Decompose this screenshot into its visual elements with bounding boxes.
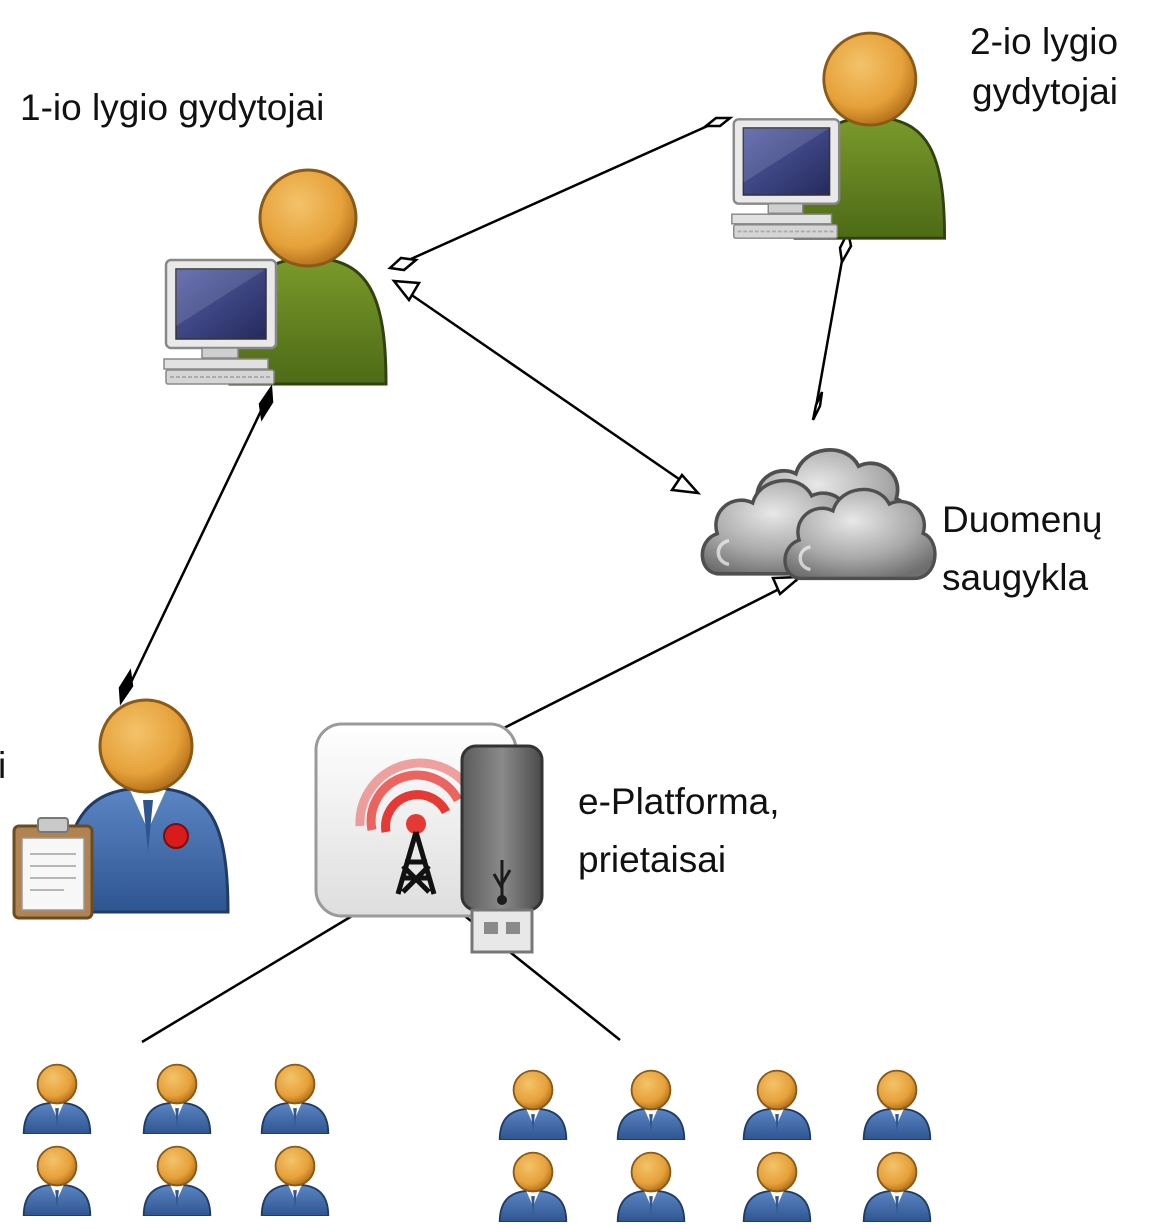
patient-group-right [498, 1069, 932, 1222]
arrowhead-marker [771, 575, 804, 597]
cloud-icon [700, 447, 937, 581]
patient-icon [142, 1063, 212, 1134]
cut-off-label-fragment: i [0, 745, 7, 786]
wireless-usb-device-icon [314, 722, 544, 954]
patient-icon [742, 1069, 812, 1140]
diamond-marker-filled [118, 668, 134, 706]
clipboard-person-icon [12, 698, 230, 920]
level2-doctors-label-line2: gydytojai [972, 71, 1119, 112]
connector-lines [122, 122, 848, 1044]
eplatform-label-line2: prietaisai [578, 839, 727, 880]
level2-doctors-label-line1: 2-io lygio [970, 21, 1119, 62]
arrowhead-marker [391, 279, 422, 303]
edge-level1-level2 [401, 122, 713, 265]
data-storage-label-line2: saugykla [942, 557, 1089, 598]
diamond-marker [811, 391, 824, 421]
arrowhead-marker [669, 472, 702, 495]
level1-doctors-label: 1-io lygio gydytojai [20, 87, 325, 128]
patient-icon [862, 1069, 932, 1140]
data-storage-label-line1: Duomenų [942, 499, 1103, 540]
diamond-marker-filled [258, 384, 274, 422]
edge-level2-storage [812, 237, 848, 419]
patient-icon [498, 1151, 568, 1222]
patient-icon [616, 1151, 686, 1222]
patient-icon [742, 1151, 812, 1222]
patient-icon [260, 1063, 330, 1134]
patient-icon [22, 1145, 92, 1216]
diamond-marker [387, 256, 419, 272]
diamond-marker [702, 116, 734, 128]
patient-icon [22, 1063, 92, 1134]
patient-icon [616, 1069, 686, 1140]
edge-level1-storage [399, 285, 696, 492]
edge-device-storage [499, 578, 798, 732]
level1-doctor-icon [162, 168, 388, 386]
patient-icon [498, 1069, 568, 1140]
patient-icon [142, 1145, 212, 1216]
patient-icon [862, 1151, 932, 1222]
patient-group-left [22, 1063, 330, 1216]
edge-level1-staff [122, 391, 272, 698]
patient-icon [260, 1145, 330, 1216]
eplatform-label-line1: e-Platforma, [578, 781, 780, 822]
level2-doctor-icon [730, 31, 947, 240]
